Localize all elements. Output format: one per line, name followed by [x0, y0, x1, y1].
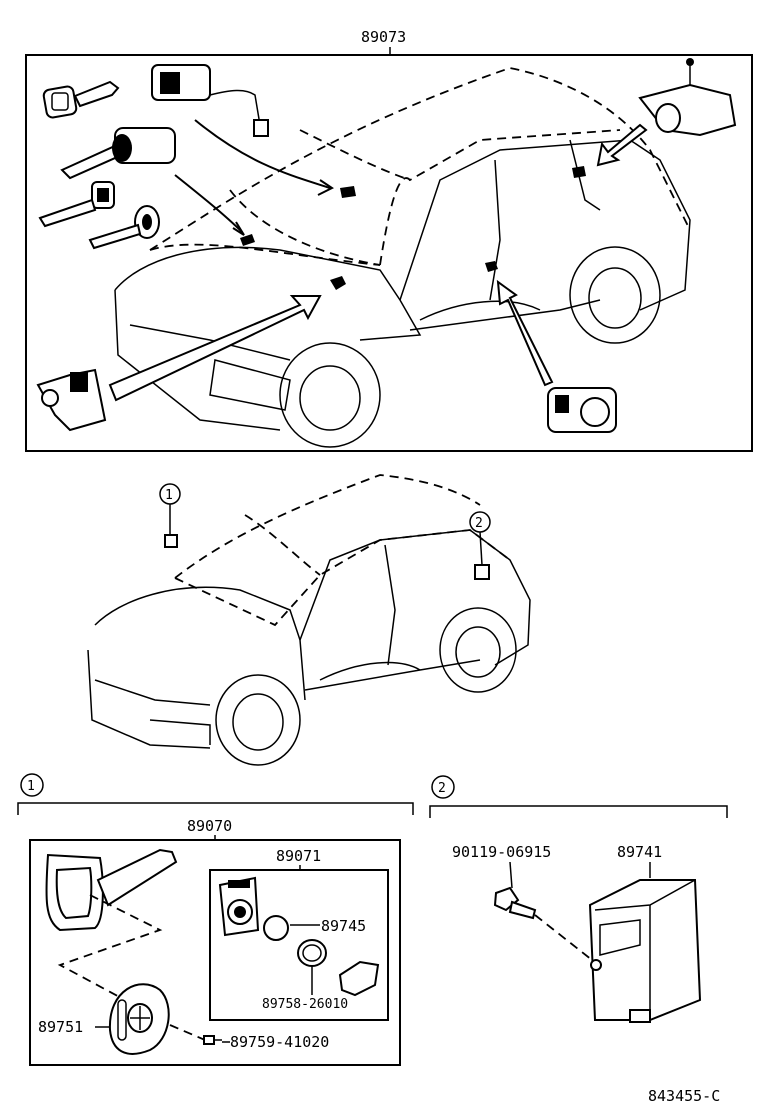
- top-assembly-frame: [25, 54, 753, 452]
- transponder-icon: [263, 915, 289, 941]
- section-1: 1 89070 89751 89759-41020 89071: [17, 773, 414, 1066]
- vehicle-middle-illustration: [87, 474, 531, 766]
- bolt-icon: [493, 886, 537, 920]
- clip-icon: [338, 960, 380, 997]
- top-assembly-label: 89073: [361, 28, 406, 46]
- bolt-90119-06915-label: 90119-06915: [452, 843, 551, 861]
- master-key-icon: [42, 80, 120, 119]
- section-1-marker: 1: [27, 779, 35, 794]
- drawing-number: 843455-C: [648, 1087, 720, 1105]
- part-89745-label: 89745: [321, 917, 366, 935]
- assembly-89070-frame: [29, 839, 401, 1066]
- ignition-switch-icon: [151, 64, 269, 137]
- ecu-89741-label: 89741: [617, 843, 662, 861]
- key-blade-icon: [45, 848, 178, 932]
- callout-2: 2: [469, 511, 491, 580]
- assembly-89071-frame: [209, 869, 389, 1021]
- door-lock-icon: [638, 58, 737, 137]
- part-89751-label: 89751: [38, 1018, 83, 1036]
- location-arrows: [108, 119, 648, 402]
- sensor-ring-icon: [297, 939, 327, 967]
- key-with-tag-icon: [38, 181, 115, 228]
- screw-icon: [203, 1035, 222, 1045]
- section-2: 2 90119-06915 89741: [429, 775, 728, 1023]
- callout-1: 1: [159, 483, 181, 548]
- cylinder-key-icon: [60, 127, 176, 180]
- key-cover-icon: [108, 983, 170, 1055]
- hood-lock-icon: [36, 368, 107, 432]
- callout-2-label: 2: [475, 516, 483, 531]
- assembly-89070-label: 89070: [187, 817, 232, 835]
- part-89758-26010-label: 89758-26010: [262, 997, 348, 1012]
- assembly-89071-label: 89071: [276, 847, 321, 865]
- ecu-module-icon: [588, 879, 702, 1023]
- callout-1-label: 1: [165, 488, 173, 503]
- key-housing-icon: [218, 876, 260, 937]
- section-2-marker: 2: [438, 781, 446, 796]
- valet-key-icon: [88, 205, 160, 250]
- part-89759-41020-label: 89759-41020: [230, 1033, 329, 1051]
- door-cylinder-icon: [547, 387, 617, 433]
- vehicle-top-illustration: [114, 67, 691, 448]
